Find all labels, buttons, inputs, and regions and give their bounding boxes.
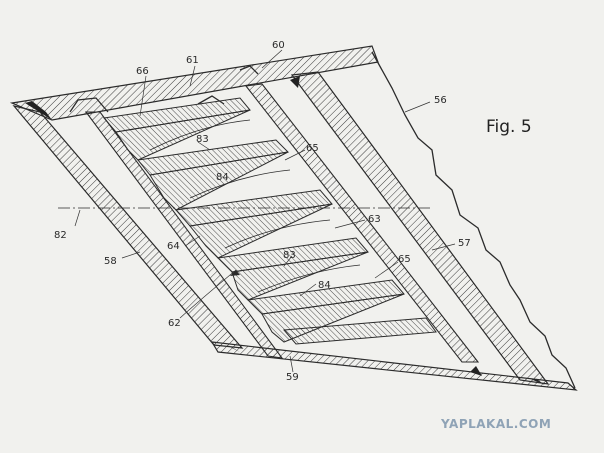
leader-lines: [74, 49, 456, 373]
label-61: 61: [186, 55, 199, 66]
reference-numerals: 60 61 66 56 83 65 84 82 63 64 83 65 57 5…: [54, 40, 471, 383]
label-82: 82: [54, 230, 67, 241]
zigzag-core: [103, 97, 437, 345]
inner-left-wall: [84, 111, 284, 359]
label-57: 57: [458, 238, 471, 249]
label-60: 60: [272, 40, 285, 51]
label-62: 62: [168, 318, 181, 329]
label-58: 58: [104, 256, 117, 267]
label-64: 64: [167, 241, 180, 252]
label-63: 63: [368, 214, 381, 225]
label-65-bottom: 65: [398, 254, 411, 265]
label-83-top: 83: [196, 134, 209, 145]
label-59: 59: [286, 372, 299, 383]
left-outer-wall: [12, 105, 244, 349]
watermark-text: YAPLAKAL.COM: [440, 417, 551, 431]
label-56: 56: [434, 95, 447, 106]
label-66: 66: [136, 66, 149, 77]
label-84-bottom: 84: [318, 280, 331, 291]
inner-right-wall: [244, 83, 480, 363]
break-line: [371, 51, 576, 389]
label-83-bottom: 83: [283, 250, 296, 261]
right-outer-wall: [290, 71, 550, 385]
label-65-top: 65: [306, 143, 319, 154]
figure-title: Fig. 5: [486, 117, 532, 137]
wave-profiles: [149, 119, 361, 293]
label-84-top: 84: [216, 172, 229, 183]
